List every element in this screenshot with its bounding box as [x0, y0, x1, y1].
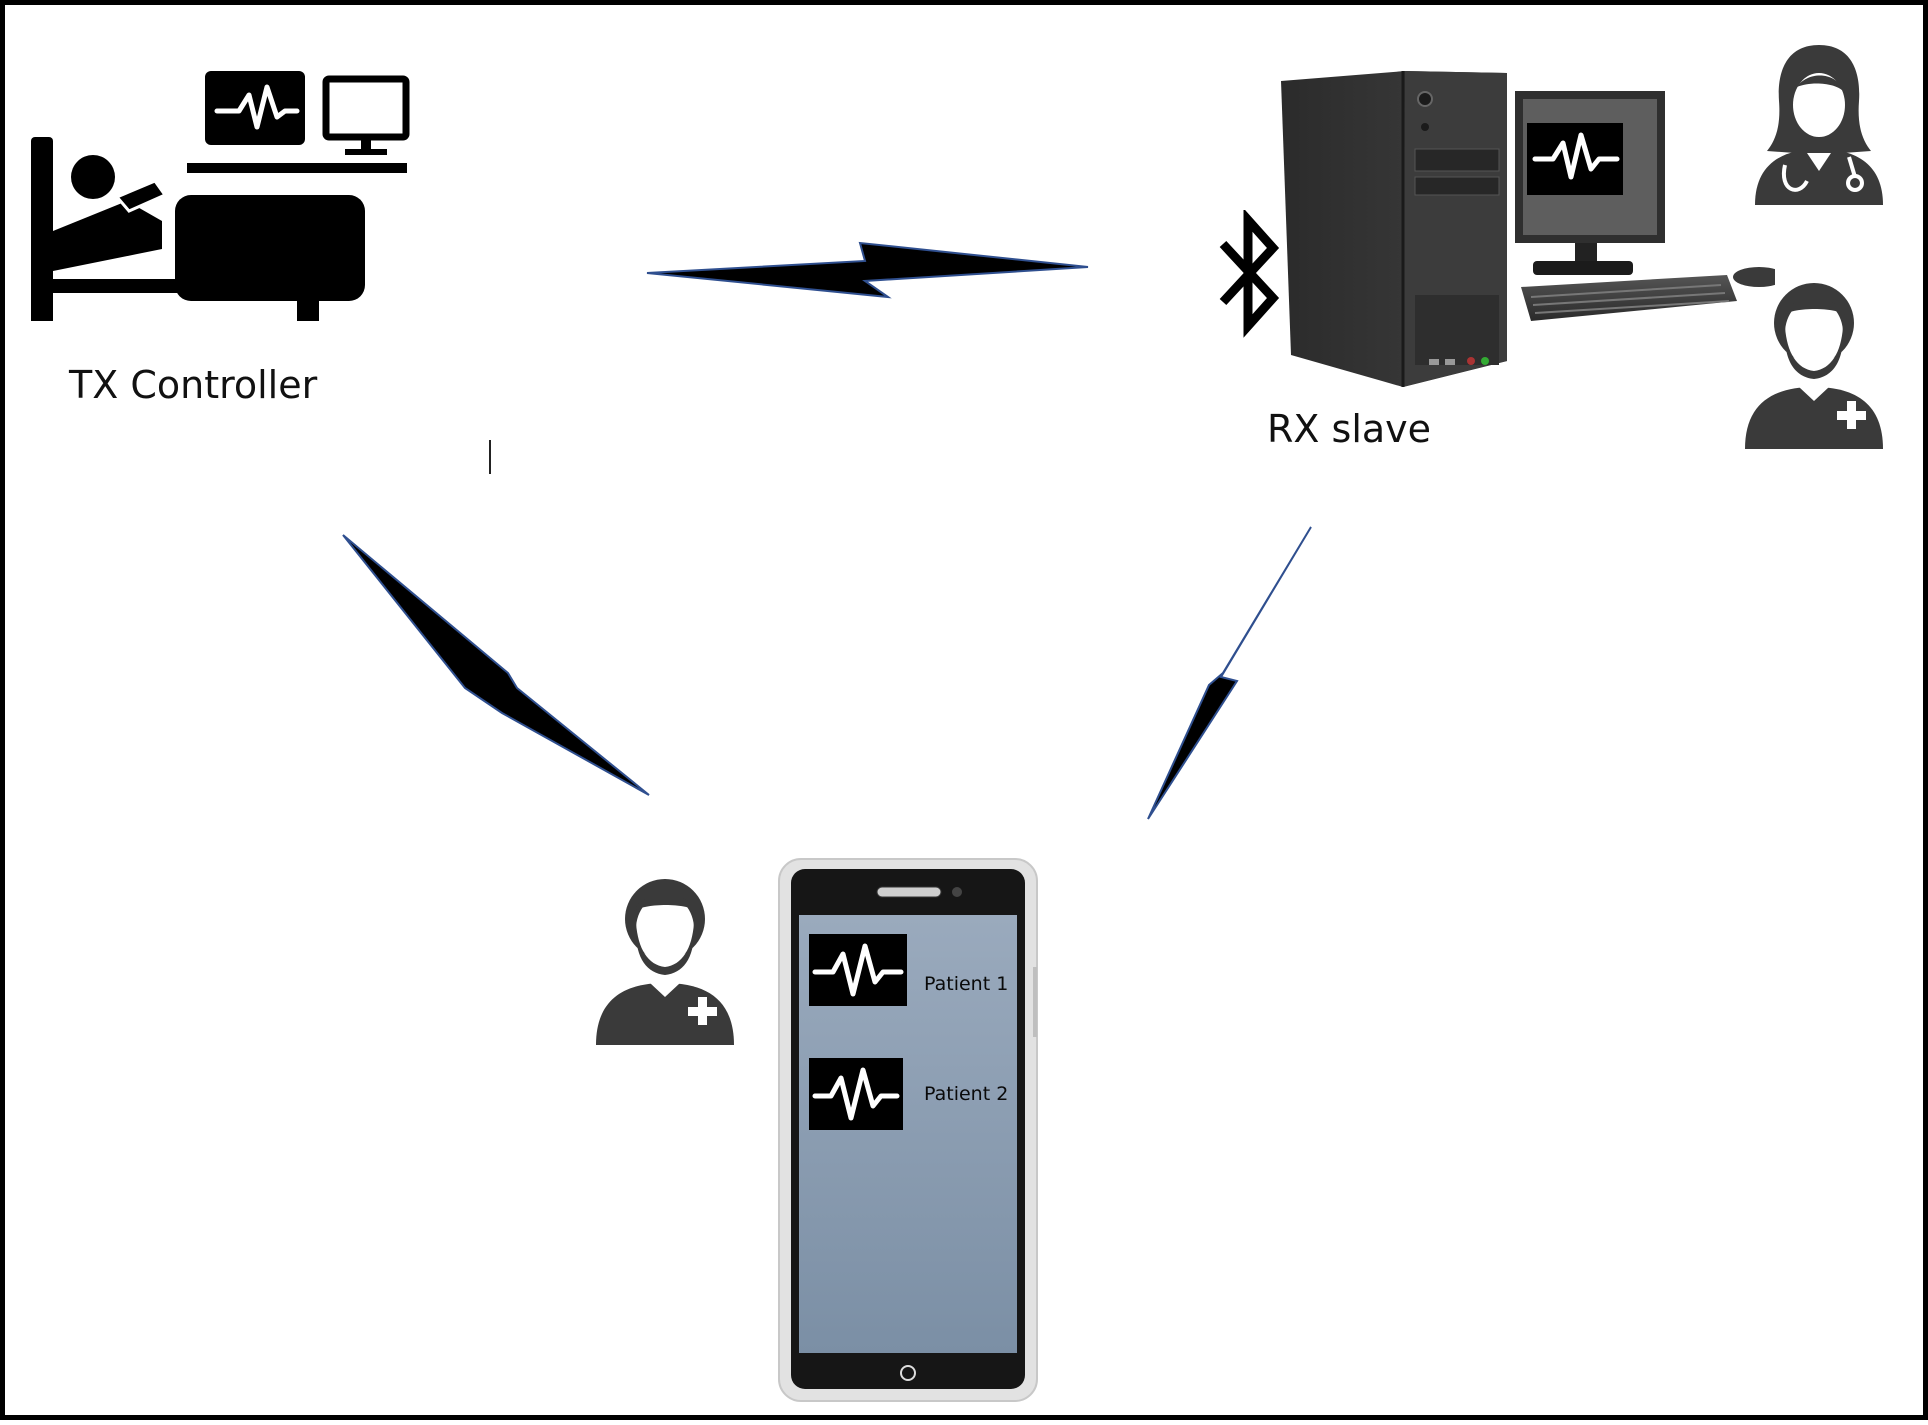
heart-monitor-icon: [809, 1058, 903, 1130]
heart-monitor-icon: [809, 934, 907, 1006]
tx-to-rx-link: [646, 241, 1089, 299]
patient-1-label: Patient 1: [924, 973, 1009, 995]
male-nurse-icon: [1745, 283, 1883, 449]
male-nurse-icon: [596, 879, 734, 1045]
bluetooth-icon: [1219, 210, 1280, 338]
rx-to-mobile-link: [1147, 526, 1312, 820]
hospital-bed-with-monitors-icon: [31, 71, 410, 321]
female-doctor-icon: [1755, 45, 1883, 205]
desktop-computer-icon: [1281, 71, 1775, 387]
tx-to-mobile-link: [342, 534, 650, 796]
text-cursor-mark: [489, 440, 491, 474]
wireless-links-layer: [342, 241, 1312, 820]
tx-controller-label: TX Controller: [69, 363, 318, 407]
patient-2-label: Patient 2: [924, 1083, 1009, 1105]
rx-slave-label: RX slave: [1267, 407, 1432, 451]
